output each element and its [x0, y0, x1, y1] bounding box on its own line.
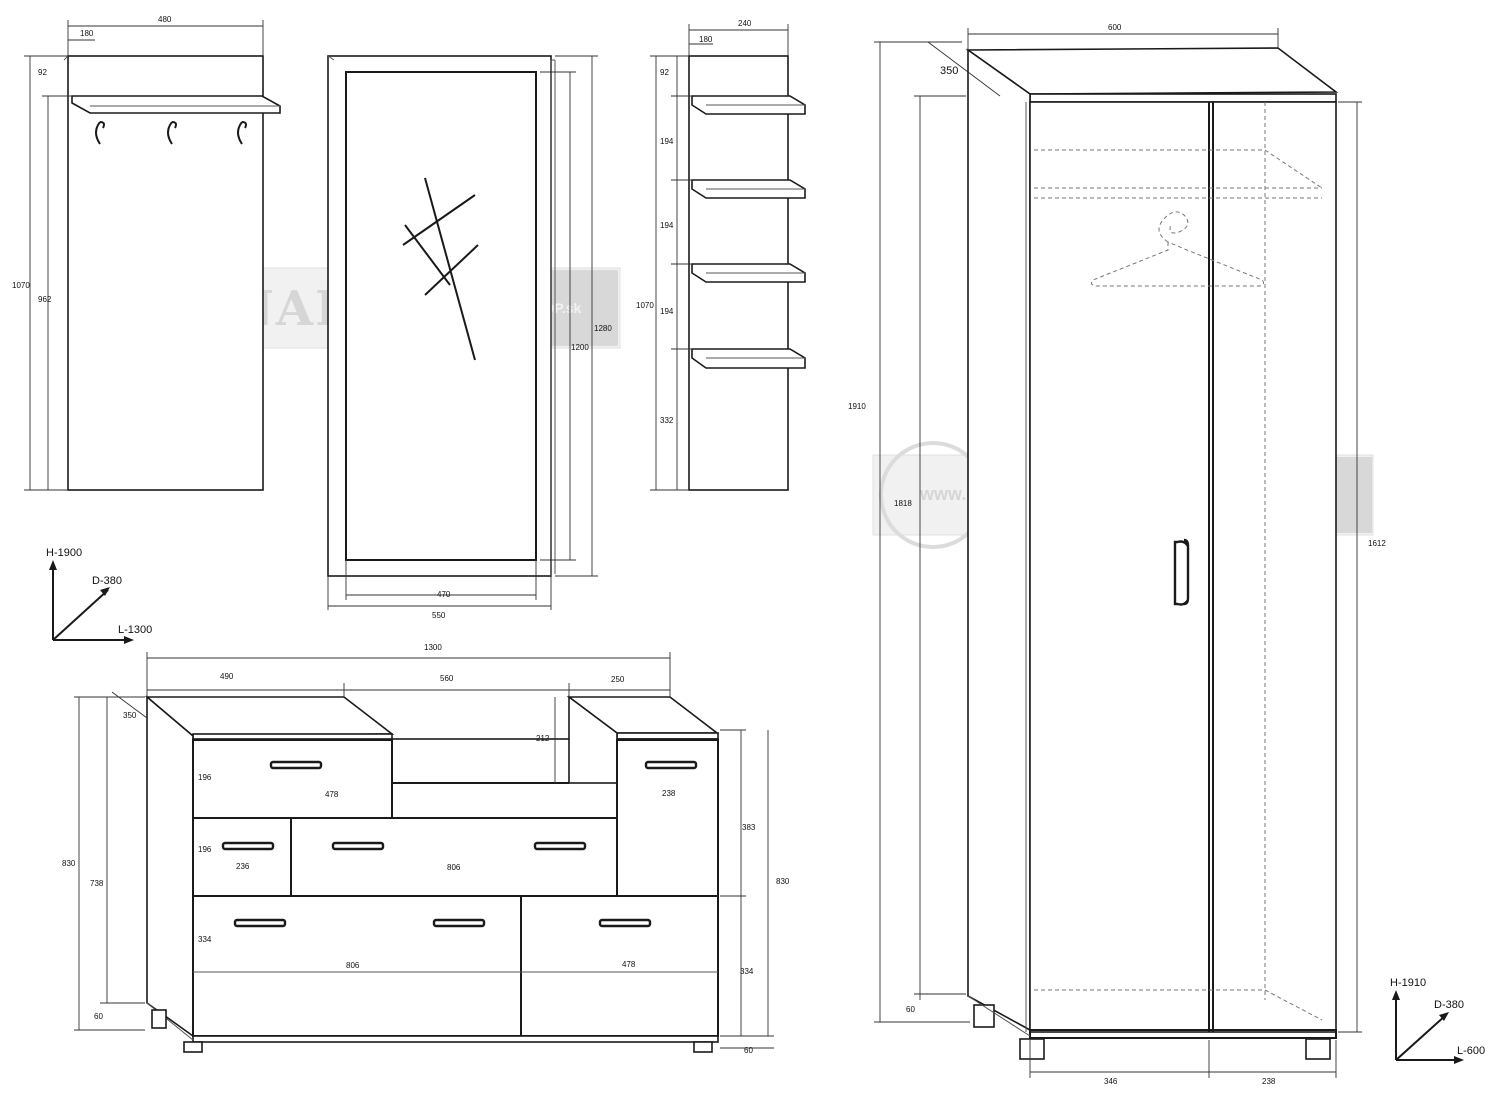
dresser-middle-width: 560: [440, 674, 454, 683]
drawer-handle-icon[interactable]: [598, 918, 652, 928]
mirror-reflection-icon: [424, 177, 476, 361]
wardrobe-axis-depth: D-380: [1434, 999, 1464, 1011]
shelf-panel: 240 180 92 194 194 194 332 1070: [636, 19, 806, 491]
dresser-bottom-drawer-height: 334: [198, 935, 212, 944]
drawer-handle-icon[interactable]: [533, 841, 587, 851]
dresser-depth: 350: [123, 711, 137, 720]
drawer-handle-icon[interactable]: [331, 841, 385, 851]
coat-panel-panel-height: 962: [38, 295, 52, 304]
mirror: 470 550 1280 1200: [327, 55, 612, 620]
drawer-handle-icon[interactable]: [269, 760, 323, 770]
dresser-step-height: 212: [536, 734, 550, 743]
mirror-inner-width: 470: [437, 590, 451, 599]
door-handle-icon[interactable]: [1173, 538, 1190, 606]
mirror-outer-width: 550: [432, 611, 446, 620]
coat-hook-icon: [95, 121, 105, 145]
coat-hook-icon: [167, 121, 177, 145]
dresser-right-height-upper: 383: [742, 823, 756, 832]
wardrobe-axes-indicator: H-1910 D-380 L-600: [1390, 977, 1485, 1064]
mirror-reflection-icon: [402, 194, 476, 246]
dresser-bottom-right-width: 478: [622, 960, 636, 969]
shelf-panel-top-gap: 92: [660, 68, 669, 77]
coat-hook-icon: [237, 121, 247, 145]
wardrobe-axis-height: H-1910: [1390, 977, 1426, 989]
set-axis-height: H-1900: [46, 547, 82, 559]
dresser-small-drawer-width: 236: [236, 862, 250, 871]
foot: [693, 1041, 713, 1053]
foot: [973, 1004, 995, 1028]
mirror-inner-height: 1200: [571, 343, 589, 352]
drawer-handle-icon[interactable]: [233, 918, 287, 928]
shelf-panel-gap-1: 194: [660, 137, 674, 146]
wardrobe-height: 1910: [848, 402, 866, 411]
dresser-mid-drawer-height: 196: [198, 845, 212, 854]
mirror-outer-height: 1280: [594, 324, 612, 333]
watermark-prefix: www.: [919, 484, 966, 504]
set-axes-indicator: H-1900 D-380 L-1300: [46, 547, 152, 644]
set-axis-length: L-1300: [118, 624, 152, 636]
wardrobe-inner-height: 1612: [1368, 539, 1386, 548]
shelf-panel-gap-2: 194: [660, 221, 674, 230]
wardrobe-right-width: 238: [1262, 1077, 1276, 1086]
shelf-panel-gap-3: 194: [660, 307, 674, 316]
coat-panel-total-height: 1070: [12, 281, 30, 290]
dresser-total-width: 1300: [424, 643, 442, 652]
wardrobe-plinth: 60: [906, 1005, 915, 1014]
shelf-panel-width: 240: [738, 19, 752, 28]
coat-panel-width: 480: [158, 15, 172, 24]
wardrobe-width: 600: [1108, 23, 1122, 32]
dresser-plinth-left: 60: [94, 1012, 103, 1021]
shelf-panel-total-height: 1070: [636, 301, 654, 310]
wardrobe-door-height: 1818: [894, 499, 912, 508]
dresser-right-width: 250: [611, 675, 625, 684]
shelf-panel-shelf-depth: 180: [699, 35, 713, 44]
foot: [151, 1009, 167, 1029]
foot: [1019, 1038, 1045, 1060]
drawer-handle-icon[interactable]: [644, 760, 698, 770]
drawer-handle-icon[interactable]: [221, 841, 275, 851]
dresser-left-inner-height: 738: [90, 879, 104, 888]
dresser-top-drawer-width: 478: [325, 790, 339, 799]
dresser: 1300 490 560 250 350 212 196 478 238 196…: [62, 643, 790, 1055]
drawer-handle-icon[interactable]: [432, 918, 486, 928]
dresser-right-unit-width: 238: [662, 789, 676, 798]
set-axis-depth: D-380: [92, 575, 122, 587]
wardrobe-left-width: 346: [1104, 1077, 1118, 1086]
coat-panel: 480 180 92 1070 962: [12, 15, 281, 491]
coat-panel-top-gap: 92: [38, 68, 47, 77]
foot: [1305, 1038, 1331, 1060]
mirror-reflection-icon: [424, 244, 479, 296]
dresser-bottom-long-width: 806: [346, 961, 360, 970]
dresser-right-height: 830: [776, 877, 790, 886]
wardrobe-depth: 350: [940, 65, 958, 77]
shelf-panel-gap-4: 332: [660, 416, 674, 425]
dresser-left-width: 490: [220, 672, 234, 681]
dresser-long-drawer-width: 806: [447, 863, 461, 872]
wardrobe-axis-length: L-600: [1457, 1045, 1485, 1057]
dresser-left-height: 830: [62, 859, 76, 868]
dresser-right-drawer-height: 334: [740, 967, 754, 976]
hanger-icon: [1090, 211, 1265, 287]
dresser-top-drawer-height: 196: [198, 773, 212, 782]
dresser-plinth-right: 60: [744, 1046, 753, 1055]
mirror-reflection-icon: [404, 224, 451, 286]
coat-panel-shelf-depth: 180: [80, 29, 94, 38]
wardrobe: 600 350 1910 1818 1612 60 346 238: [848, 23, 1386, 1086]
foot: [183, 1041, 203, 1053]
